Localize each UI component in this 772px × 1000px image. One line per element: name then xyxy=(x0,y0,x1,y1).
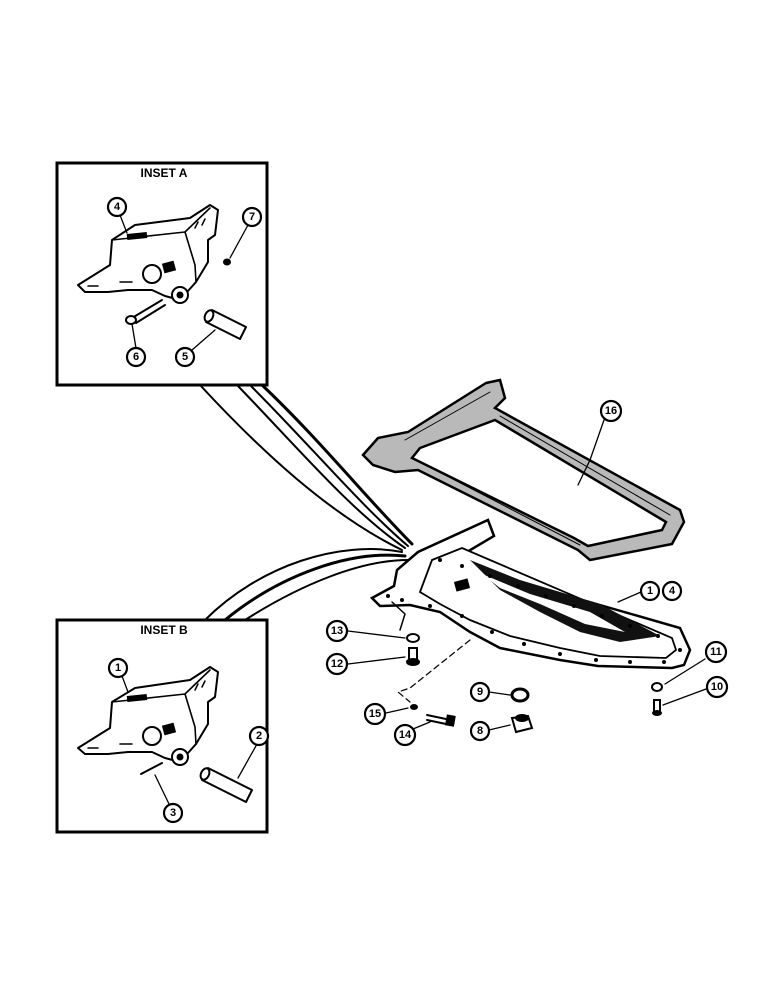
svg-text:12: 12 xyxy=(331,658,343,670)
callout-10: 10 xyxy=(705,675,729,699)
oil-pan-flange-holes xyxy=(386,558,682,664)
callout-1: 1 xyxy=(639,580,661,602)
callout-a-6: 6 xyxy=(125,346,147,368)
bolt-14 xyxy=(426,714,456,727)
callout-b-3: 3 xyxy=(162,802,184,824)
callout-11: 11 xyxy=(704,640,728,664)
callout-b-2: 2 xyxy=(248,725,270,747)
inset-a-leader-lines xyxy=(199,383,414,551)
screw-10 xyxy=(652,699,662,716)
oil-pan-gasket xyxy=(361,378,686,562)
inset-a-bolt xyxy=(125,299,166,325)
svg-text:4: 4 xyxy=(114,201,121,213)
callout-a-5: 5 xyxy=(174,346,196,368)
svg-text:11: 11 xyxy=(710,646,722,658)
gasket-9 xyxy=(510,687,530,703)
callout-4: 4 xyxy=(661,580,683,602)
washer-11 xyxy=(651,682,663,692)
inset-a-title: INSET A xyxy=(141,166,188,180)
inset-a: INSET A xyxy=(55,161,269,387)
svg-text:6: 6 xyxy=(133,351,139,363)
svg-text:3: 3 xyxy=(170,807,176,819)
callout-16: 16 xyxy=(599,399,623,423)
svg-text:1: 1 xyxy=(115,662,121,674)
inset-b-cotter-pin xyxy=(140,762,163,775)
inset-b-frame xyxy=(55,618,269,834)
svg-text:2: 2 xyxy=(256,730,262,742)
drain-plug-8 xyxy=(510,714,534,734)
svg-text:13: 13 xyxy=(331,625,343,637)
svg-text:10: 10 xyxy=(711,681,723,693)
inset-a-pin xyxy=(203,309,247,340)
inset-b-pin xyxy=(199,767,253,803)
inset-b-leader-lines xyxy=(204,548,409,622)
inset-b-bracket xyxy=(77,666,219,766)
svg-text:5: 5 xyxy=(182,351,188,363)
washer-13 xyxy=(406,633,420,643)
svg-text:1: 1 xyxy=(647,585,653,597)
lock-washer-15 xyxy=(410,704,418,710)
callout-a-7: 7 xyxy=(241,206,263,228)
inset-b-title: INSET B xyxy=(140,623,188,637)
callout-13: 13 xyxy=(325,619,349,643)
callout-a-4: 4 xyxy=(106,196,128,218)
oil-pan xyxy=(369,518,692,670)
svg-text:16: 16 xyxy=(605,405,617,417)
callout-14: 14 xyxy=(393,723,417,747)
svg-text:8: 8 xyxy=(477,725,483,737)
svg-text:14: 14 xyxy=(399,729,412,741)
svg-text:4: 4 xyxy=(669,585,676,597)
inset-a-nut xyxy=(223,258,231,266)
callout-15: 15 xyxy=(363,702,387,726)
callout-b-1: 1 xyxy=(107,657,129,679)
callout-9: 9 xyxy=(469,681,491,703)
inset-a-bracket xyxy=(77,204,219,304)
callout-8: 8 xyxy=(469,720,491,742)
callout-12: 12 xyxy=(325,652,349,676)
svg-text:9: 9 xyxy=(477,686,483,698)
inset-b: INSET B xyxy=(55,618,269,834)
svg-text:7: 7 xyxy=(249,211,255,223)
assembly-dashed-line xyxy=(397,639,471,703)
bolt-12 xyxy=(406,647,420,666)
svg-text:15: 15 xyxy=(369,708,381,720)
